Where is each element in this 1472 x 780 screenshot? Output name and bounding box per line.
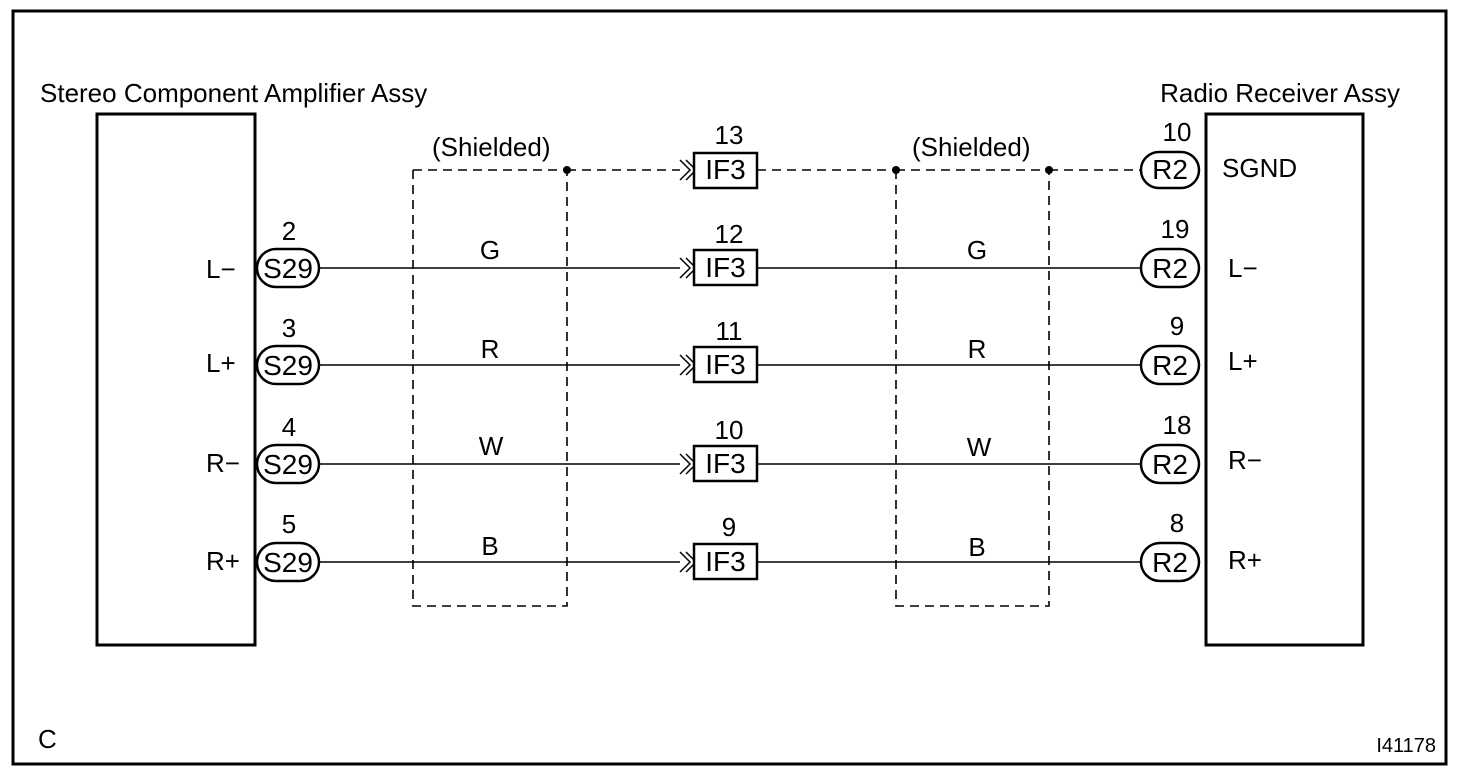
radio-signal-l-plus: L+ [1228,346,1258,376]
if3-label-12: IF3 [705,252,745,283]
radio-signal-l-minus: L− [1228,253,1258,283]
amp-signal-l-plus: L+ [206,348,236,378]
r2-pin-18: 18 [1163,410,1192,440]
shield-drain-row: IF3 13 R2 10 SGND [567,117,1297,190]
wire-color-w-left: W [479,431,504,461]
wire-color-g-right: G [967,235,987,265]
if3-connector-9 [692,542,759,581]
r2-connector-8 [1139,541,1201,583]
s29-label-2: S29 [263,253,313,284]
if3-pin-10: 10 [715,415,744,445]
radio-signal-r-plus: R+ [1228,545,1262,575]
wire-color-b-left: B [481,531,498,561]
diagram-frame [11,9,1448,766]
s29-pin-2: 2 [282,216,296,246]
if3-connector-13 [692,151,759,190]
if3-label-10: IF3 [705,448,745,479]
r2-pin-19: 19 [1161,214,1190,244]
r2-label-sgnd: R2 [1152,154,1188,185]
shield-label-left: (Shielded) [432,132,551,162]
wire-color-b-right: B [968,532,985,562]
amp-signal-l-minus: L− [206,254,236,284]
if3-pin-11: 11 [716,316,743,346]
wire-row-l-minus: L− 2 S29 G 12 IF3 G 19 R2 L− [206,214,1258,289]
radio-receiver-box [1204,112,1365,647]
if3-label-9: IF3 [705,546,745,577]
r2-label-19: R2 [1152,253,1188,284]
amp-signal-r-plus: R+ [206,546,240,576]
r2-label-18: R2 [1152,449,1188,480]
if3-connector-10 [692,444,759,483]
corner-label: C [38,724,57,754]
left-component-title: Stereo Component Amplifier Assy [40,78,427,108]
s29-label-5: S29 [263,547,313,578]
r2-pin-10: 10 [1163,117,1192,147]
r2-label-9: R2 [1152,350,1188,381]
if3-pin-12: 12 [715,219,744,249]
r2-connector-9 [1139,344,1201,386]
wire-row-r-minus: R− 4 S29 W 10 IF3 W 18 R2 R− [206,410,1262,485]
wire-color-r-left: R [481,334,500,364]
wire-color-g-left: G [480,235,500,265]
amp-signal-r-minus: R− [206,448,240,478]
if3-connector-12 [692,248,759,287]
s29-pin-3: 3 [282,313,296,343]
wire-color-r-right: R [968,334,987,364]
if3-pin-13: 13 [715,120,744,150]
shield-left: (Shielded) [412,132,571,607]
r2-connector-18 [1139,443,1201,485]
s29-pin-4: 4 [282,412,296,442]
s29-label-3: S29 [263,350,313,381]
radio-signal-r-minus: R− [1228,445,1262,475]
r2-connector-sgnd [1139,150,1201,190]
wire-row-r-plus: R+ 5 S29 B 9 IF3 B 8 R2 R+ [206,508,1262,583]
shield-label-right: (Shielded) [912,132,1031,162]
right-component-title: Radio Receiver Assy [1160,78,1400,108]
r2-pin-9: 9 [1170,311,1184,341]
amplifier-box [95,112,257,647]
figure-id: I41178 [1376,735,1436,757]
r2-connector-19 [1139,247,1201,289]
wire-color-w-right: W [967,432,992,462]
shield-right: (Shielded) [892,132,1053,607]
if3-label-11: IF3 [705,349,745,380]
if3-label: IF3 [705,154,745,185]
r2-label-8: R2 [1152,547,1188,578]
s29-label-4: S29 [263,449,313,480]
r2-pin-8: 8 [1170,508,1184,538]
if3-pin-9: 9 [722,512,736,542]
wire-row-l-plus: L+ 3 S29 R 11 IF3 R 9 R2 L+ [206,311,1258,386]
s29-pin-5: 5 [282,509,296,539]
radio-signal-sgnd: SGND [1222,153,1297,183]
